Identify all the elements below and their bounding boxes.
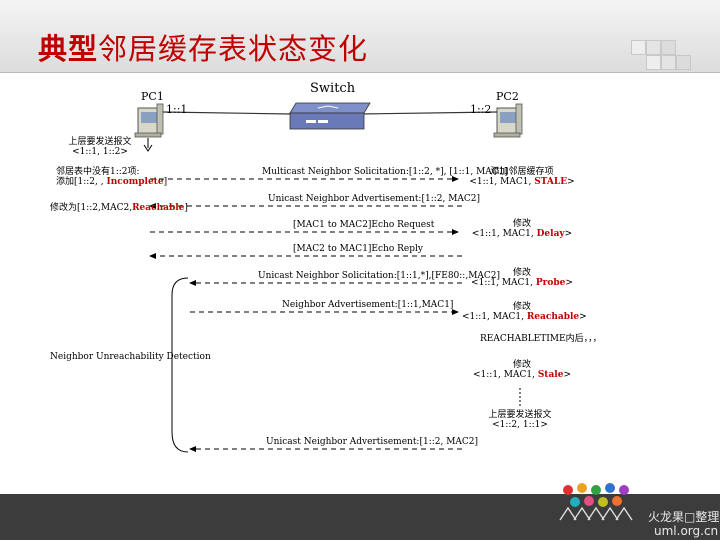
switch-icon	[289, 102, 371, 130]
left-upper-send-note: 上层要发送报文 <1::1, 1::2>	[60, 137, 140, 157]
left-modify-prefix: 修改为[1::2,MAC2,	[50, 203, 133, 213]
entry-prefix: <1::1, MAC1,	[469, 177, 535, 187]
pc1-computer-icon	[134, 103, 164, 138]
state-delay: Delay	[536, 229, 565, 239]
entry-prefix: <1::1, MAC1,	[471, 229, 537, 239]
right-upper-send-text: 上层要发送报文	[488, 410, 552, 420]
footer-url: uml.org.cn	[654, 524, 719, 538]
pc2-computer-icon	[493, 103, 523, 138]
right-note-probe: 修改 <1::1, MAC1, Probe>	[462, 268, 582, 288]
entry-suffix: >	[564, 229, 573, 239]
entry-suffix: >	[567, 177, 575, 187]
msg-label-2: Unicast Neighbor Advertisement:[1::2, MA…	[268, 194, 481, 204]
footer-brand: 火龙果□整理	[648, 510, 720, 524]
switch-label: Switch	[310, 81, 356, 96]
right-note-stale: 添加邻居缓存项 <1::1, MAC1, STALE>	[462, 167, 582, 187]
entry-prefix: <1::1, MAC1,	[462, 312, 527, 322]
state-incomplete: Incomplete	[106, 177, 164, 187]
state-reachable-right: Reachable	[526, 312, 580, 322]
entry-suffix: >	[565, 278, 573, 288]
state-stale-lower: Stale	[537, 370, 564, 380]
right-add-entry-text: 添加邻居缓存项	[490, 167, 554, 177]
msg-label-6: Neighbor Advertisement:[1::1,MAC1]	[282, 300, 454, 310]
left-add-entry-text: 添加[1::2, , Incomplete]	[56, 177, 167, 187]
entry-suffix: >	[563, 370, 571, 380]
reachable-time-note: REACHABLETIME内后，，，	[480, 334, 602, 344]
right-note-stale-lower: 修改 <1::1, MAC1, Stale>	[462, 360, 582, 380]
msg-label-4: [MAC2 to MAC1]Echo Reply	[293, 244, 423, 254]
pc1-label: PC1	[141, 90, 164, 103]
page-title: 典型邻居缓存表状态变化	[38, 26, 368, 68]
deco-square	[631, 40, 646, 55]
page-title-rest: 邻居缓存表状态变化	[98, 32, 369, 66]
right-modify-text: 修改	[512, 268, 531, 278]
pc1-link-line	[162, 111, 291, 115]
left-upper-send-addr: <1::1, 1::2>	[72, 147, 128, 157]
msg-label-3: [MAC1 to MAC2]Echo Request	[293, 220, 435, 230]
left-add-suffix: ]	[163, 177, 168, 187]
people-logo-icon	[559, 483, 633, 521]
pc2-address: 1::2	[470, 103, 492, 116]
header-bar: 典型邻居缓存表状态变化	[0, 0, 720, 73]
state-reachable-left: Reachable	[132, 203, 185, 213]
msg-label-7: Unicast Neighbor Advertisement:[1::2, MA…	[266, 437, 479, 447]
deco-square	[661, 40, 676, 55]
right-modify-text: 修改	[512, 360, 531, 370]
right-upper-send-addr: <1::2, 1::1>	[492, 420, 548, 430]
right-modify-text: 修改	[512, 302, 531, 312]
entry-suffix: >	[579, 312, 587, 322]
deco-square	[676, 55, 691, 70]
right-upper-send-note: 上层要发送报文 <1::2, 1::1>	[470, 410, 570, 430]
nud-bracket	[171, 277, 189, 453]
left-add-prefix: 添加[1::2, ,	[56, 177, 107, 187]
page-title-bold: 典型	[38, 32, 99, 66]
msg-label-1: Multicast Neighbor Solicitation:[1::2, *…	[262, 167, 508, 177]
pc2-link-line	[359, 111, 498, 115]
left-modify-suffix: ]	[184, 203, 188, 213]
deco-square	[646, 55, 661, 70]
right-modify-text: 修改	[512, 219, 531, 229]
pc1-address: 1::1	[166, 103, 188, 116]
deco-square	[646, 40, 661, 55]
left-no-entry-note: 邻居表中没有1::2项: 添加[1::2, , Incomplete]	[56, 167, 167, 187]
right-note-reachable: 修改 <1::1, MAC1, Reachable>	[462, 302, 587, 322]
deco-square	[661, 55, 676, 70]
state-stale-upper: STALE	[534, 177, 568, 187]
state-probe: Probe	[535, 278, 566, 288]
down-arrow-icon	[143, 144, 153, 152]
entry-prefix: <1::1, MAC1,	[471, 278, 536, 288]
left-modify-note: 修改为[1::2,MAC2,Reachable]	[50, 203, 188, 213]
msg-label-5: Unicast Neighbor Solicitation:[1::1,*],[…	[258, 271, 501, 281]
entry-prefix: <1::1, MAC1,	[472, 370, 538, 380]
left-no-entry-text: 邻居表中没有1::2项:	[56, 167, 140, 177]
pc2-label: PC2	[496, 90, 519, 103]
left-upper-send-text: 上层要发送报文	[68, 137, 132, 147]
right-note-delay: 修改 <1::1, MAC1, Delay>	[462, 219, 582, 239]
nud-label: Neighbor Unreachability Detection	[50, 352, 211, 362]
